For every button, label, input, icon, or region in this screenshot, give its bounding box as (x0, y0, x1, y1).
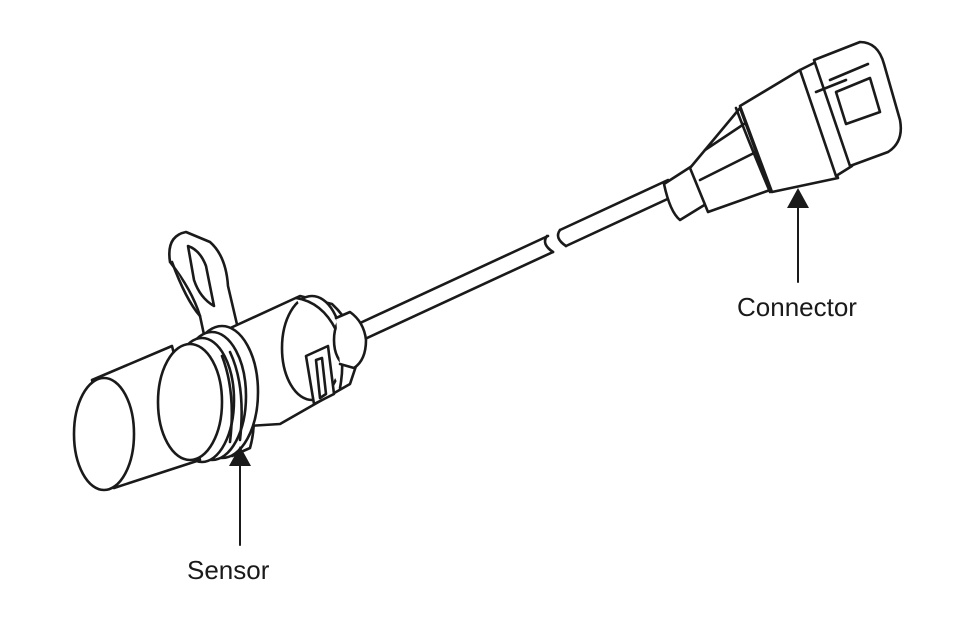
connector-body (662, 40, 903, 222)
connector-label: Connector (737, 292, 857, 322)
cable (343, 178, 676, 347)
connector-callout-arrow (787, 188, 809, 283)
sensor-callout-arrow (229, 446, 251, 546)
sensor-probe (72, 342, 224, 492)
sensor-label: Sensor (187, 555, 270, 585)
